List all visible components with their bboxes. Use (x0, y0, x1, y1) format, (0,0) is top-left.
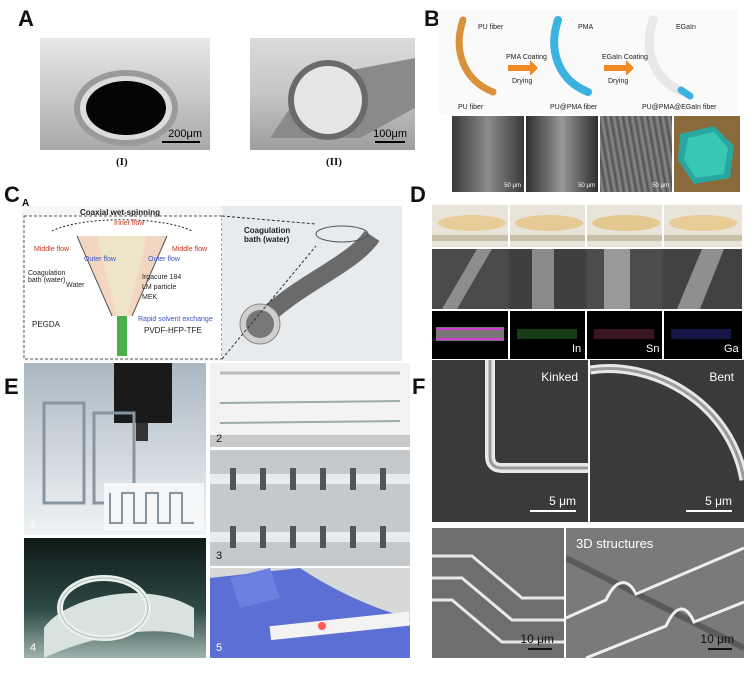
label-pvdf: PVDF-HFP-TFE (144, 326, 202, 335)
panel-c-sublabel: A (22, 198, 30, 209)
label-middle-flow-left: Middle flow (34, 246, 70, 253)
label-bent: Bent (709, 370, 734, 384)
eds-label-ga: Ga (724, 343, 739, 355)
title-coaxial: Coaxial wet-spinning (80, 208, 161, 217)
kinked-wire-drawing (485, 360, 588, 473)
scale-label-a2: 100μm (373, 128, 407, 140)
sem-image-filled-fiber: 100μm (250, 38, 415, 150)
fiber-coating-schematic: PU fiber PMA EGaIn PMA Coating Drying EG… (438, 10, 738, 114)
sem-kinked-wire: Kinked 5 μm (432, 360, 588, 522)
photo-e4-wrapped: 4 (24, 538, 206, 658)
coaxial-spinning-schematic: Coaxial wet-spinning Inner flow Middle f… (22, 206, 402, 361)
printer-drawing (42, 363, 204, 531)
sb-b3: 50 μm (652, 183, 669, 189)
eds-maps-d (436, 311, 731, 359)
step-drying-1: Drying (512, 78, 533, 85)
photo-e2-straight: 2 (210, 363, 410, 447)
eds-cross-section (674, 116, 740, 192)
eds-label-in: In (572, 343, 582, 355)
sem-pma-fiber: 50 μm (526, 116, 598, 192)
panel-label-f: F (412, 374, 426, 399)
caption-a1: (I) (116, 156, 128, 168)
fiber-photo-row (432, 205, 742, 247)
sem-parallel-wires: 10 μm (432, 528, 564, 658)
label-pegda: PEGDA (32, 320, 61, 329)
label-pu-fiber: PU fiber (478, 24, 504, 31)
sem-image-hollow-fiber: 200μm (40, 38, 210, 150)
hollow-fiber-drawing (74, 70, 178, 146)
e-number-5: 5 (216, 642, 223, 654)
scale-bar-a1 (162, 141, 200, 143)
label-outer-flow-left: Outer flow (84, 256, 116, 263)
glove-drawing (210, 568, 410, 658)
label-coag-bath-left: Coagulation bath (water) (28, 270, 66, 284)
panel-label-b: B (424, 6, 440, 31)
legend-irgacure: Irgacure 184 (142, 274, 182, 281)
panel-label-e: E (4, 374, 19, 399)
sb-f2: 5 μm (705, 494, 732, 508)
sem-row-d (432, 249, 742, 309)
eds-label-sn: Sn (646, 343, 660, 355)
sb-f3: 10 μm (520, 632, 554, 646)
step-pma-coating: PMA Coating (506, 54, 547, 61)
label-kinked: Kinked (541, 370, 578, 384)
eds-map-drawing (678, 126, 734, 184)
label-pma: PMA (578, 24, 594, 31)
filled-fiber-drawing (270, 58, 415, 140)
label-outer-flow-right: Outer flow (148, 256, 180, 263)
caption-pu-pma-egain-fiber: PU@PMA@EGaIn fiber (642, 104, 717, 111)
sb-f1: 5 μm (549, 494, 576, 508)
sem-fibers-d (432, 249, 742, 309)
coaxial-nozzle-drawing (23, 206, 402, 361)
sem-pu-fiber: 50 μm (452, 116, 524, 192)
scale-bar-f4 (708, 648, 732, 650)
legend-lm-particle: LM particle (142, 284, 177, 291)
panel-label-c: C (4, 182, 20, 207)
panel-label-a: A (18, 6, 34, 31)
e-number-1: 1 (30, 519, 37, 531)
legend-mek: MEK (142, 294, 158, 301)
caption-a2: (II) (326, 156, 342, 168)
label-3d-structures: 3D structures (576, 536, 654, 551)
e-number-4: 4 (30, 642, 37, 654)
step-egain-coating: EGaIn Coating (602, 54, 648, 61)
sem-egain-fiber: 50 μm (600, 116, 672, 192)
straight-lines-drawing (210, 371, 410, 447)
parallel-wires-drawing (432, 554, 564, 644)
photo-e5-glove: 5 (210, 568, 410, 658)
bent-wire-drawing (590, 364, 744, 481)
larvae-photos (432, 205, 742, 247)
3d-structures-drawing (566, 546, 744, 658)
scale-bar-f1 (530, 510, 576, 512)
e-number-2: 2 (216, 433, 223, 445)
scale-bar-f3 (528, 648, 552, 650)
sb-b2: 50 μm (578, 183, 595, 189)
panel-label-d: D (410, 182, 426, 207)
photo-e1-printing: 1 (24, 363, 206, 535)
step-drying-2: Drying (608, 78, 629, 85)
sem-3d-structures: 3D structures 10 μm (566, 528, 744, 658)
wrapped-film-drawing (44, 575, 194, 658)
label-rapid-exchange: Rapid solvent exchange (138, 316, 213, 323)
label-coag-bath-right: Coagulation bath (water) (244, 226, 291, 244)
sem-bent-wire: Bent 5 μm (590, 360, 744, 522)
caption-pu-pma-fiber: PU@PMA fiber (550, 104, 598, 111)
scale-label-a1: 200μm (168, 128, 202, 140)
sb-f4: 10 μm (700, 632, 734, 646)
label-middle-flow-right: Middle flow (172, 246, 208, 253)
label-water: Water (66, 282, 85, 289)
sb-b1: 50 μm (504, 183, 521, 189)
scale-bar-a2 (375, 141, 405, 143)
coating-process-drawing (455, 15, 694, 100)
patterned-lines-drawing (210, 468, 410, 548)
photo-e3-patterned: 3 (210, 450, 410, 566)
e-number-3: 3 (216, 550, 223, 562)
eds-row-d: In Sn Ga (432, 311, 742, 359)
caption-pu-fiber: PU fiber (458, 104, 484, 111)
label-egain: EGaIn (676, 24, 696, 31)
label-inner-flow: Inner flow (114, 220, 145, 227)
scale-bar-f2 (686, 510, 732, 512)
